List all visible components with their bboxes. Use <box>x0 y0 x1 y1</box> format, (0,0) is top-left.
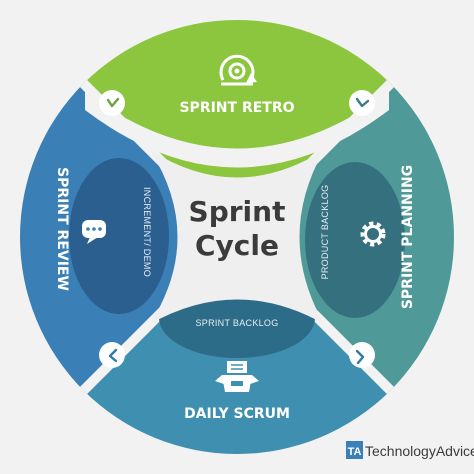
label-increment-demo: INCREMENT/ DEMO <box>142 187 152 277</box>
chevron-icon <box>355 97 370 108</box>
center-area <box>150 150 324 324</box>
box-document-icon <box>215 361 259 392</box>
chat-bubble-icon <box>82 220 106 244</box>
gear-icon <box>360 221 386 247</box>
brand-mark: TA <box>348 446 362 458</box>
label-sprint-retro: SPRINT RETRO <box>179 100 294 116</box>
label-sprint-review: SPRINT REVIEW <box>54 167 70 291</box>
label-product-backlog: PRODUCT BACKLOG <box>320 185 330 280</box>
connector-top-right <box>349 90 375 116</box>
brand-name: TechnologyAdvice <box>365 443 474 459</box>
connector-top-left <box>99 90 125 116</box>
label-sprint-planning: SPRINT PLANNING <box>400 165 416 309</box>
chevron-icon <box>106 97 120 108</box>
retro-bottom-curve <box>85 92 389 168</box>
center-title-line2: Cycle <box>195 229 279 262</box>
refresh-gear-icon <box>219 54 257 86</box>
label-daily-scrum: DAILY SCRUM <box>184 406 290 422</box>
connector-bottom-left <box>99 342 125 368</box>
technologyadvice-logo: TA TechnologyAdvice <box>346 441 474 459</box>
chevron-icon <box>355 349 365 365</box>
lens-increment-demo <box>69 158 169 314</box>
center-title-line1: Sprint <box>189 195 286 228</box>
chevron-icon <box>108 348 118 363</box>
label-sprint-backlog: SPRINT BACKLOG <box>195 318 278 328</box>
connector-bottom-right <box>349 342 375 368</box>
segment-sprint-retro <box>20 20 454 237</box>
lens-product-backlog <box>305 162 405 318</box>
